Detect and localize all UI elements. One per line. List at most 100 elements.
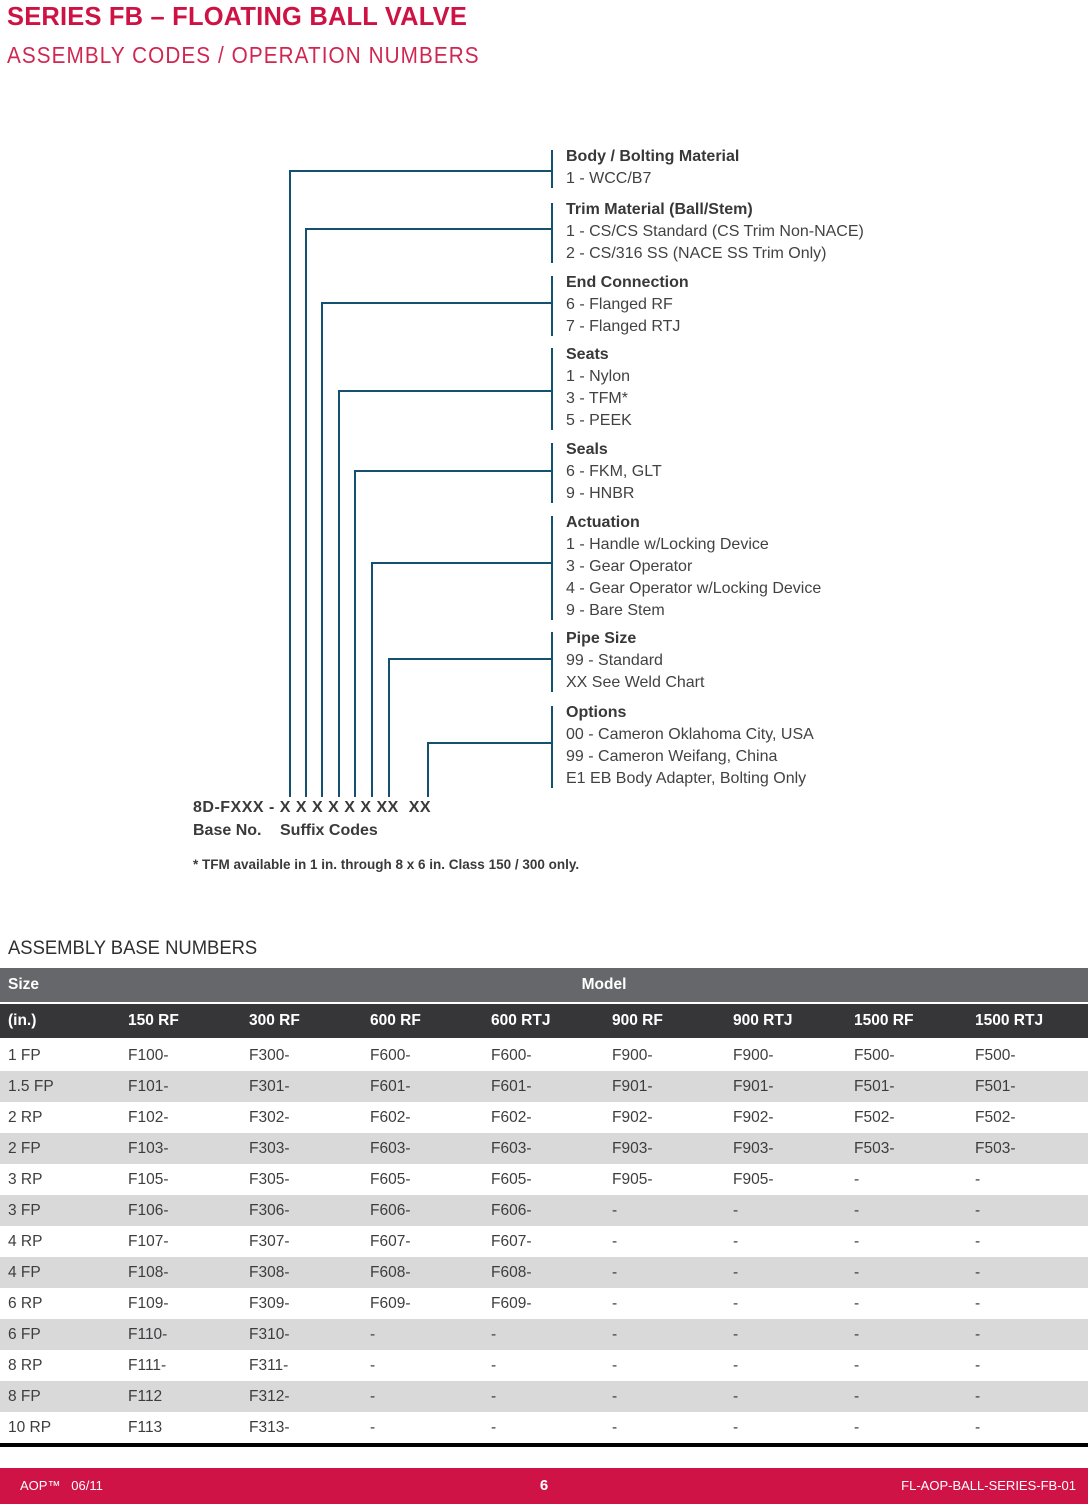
table-cell: F903- — [733, 1139, 774, 1157]
table-cell: F100- — [128, 1046, 169, 1064]
connector-horizontal-line — [289, 170, 551, 172]
label-tick-line — [551, 516, 553, 620]
table-cell: - — [612, 1418, 618, 1436]
diagram-group-heading: Options — [566, 704, 627, 721]
column-header-cell: 1500 RTJ — [975, 1012, 1044, 1029]
diagram-group-item: 6 - Flanged RF — [566, 296, 673, 313]
model-group-header: Model — [581, 976, 627, 993]
table-cell: - — [733, 1356, 739, 1374]
connector-vertical-line — [427, 742, 429, 797]
connector-horizontal-line — [305, 228, 551, 230]
table-cell: - — [491, 1325, 497, 1343]
diagram-group-heading: Body / Bolting Material — [566, 148, 740, 165]
table-cell: - — [491, 1356, 497, 1374]
table-cell: F605- — [491, 1170, 532, 1188]
diagram-group-item: 7 - Flanged RTJ — [566, 318, 681, 335]
table-cell: F901- — [612, 1077, 653, 1095]
table-bottom-rule — [0, 1443, 1088, 1447]
connector-vertical-line — [305, 228, 307, 797]
table-cell: - — [612, 1294, 618, 1312]
table-cell: - — [612, 1232, 618, 1250]
table-cell: F902- — [733, 1108, 774, 1126]
diagram-group-item: XX See Weld Chart — [566, 674, 705, 691]
label-tick-line — [551, 443, 553, 503]
table-cell: F607- — [491, 1232, 532, 1250]
label-tick-line — [551, 706, 553, 788]
table-cell: F502- — [854, 1108, 895, 1126]
table-cell: F107- — [128, 1232, 169, 1250]
table-cell: F601- — [491, 1077, 532, 1095]
table-cell: - — [975, 1387, 981, 1405]
connector-vertical-line — [289, 170, 291, 797]
table-cell: - — [975, 1294, 981, 1312]
label-tick-line — [551, 276, 553, 336]
table-cell: F602- — [491, 1108, 532, 1126]
table-cell: 4 RP — [8, 1232, 43, 1250]
table-cell: - — [370, 1325, 376, 1343]
diagram-group-label: Trim Material (Ball/Stem)1 - CS/CS Stand… — [566, 199, 864, 265]
table-cell: F111- — [128, 1356, 167, 1374]
table-cell: - — [854, 1294, 860, 1312]
table-cell: - — [854, 1263, 860, 1281]
table-cell: - — [612, 1325, 618, 1343]
tfm-footnote: * TFM available in 1 in. through 8 x 6 i… — [193, 857, 580, 872]
table-cell: 2 FP — [8, 1139, 41, 1157]
table-cell: F110- — [128, 1325, 168, 1343]
table-cell: - — [854, 1325, 860, 1343]
page-title: SERIES FB – FLOATING BALL VALVE — [7, 1, 468, 31]
table-cell: F108- — [128, 1263, 169, 1281]
connector-vertical-line — [371, 562, 373, 797]
table-cell: F501- — [854, 1077, 895, 1095]
table-cell: - — [975, 1325, 981, 1343]
diagram-group-item: 9 - Bare Stem — [566, 602, 665, 619]
table-cell: - — [370, 1418, 376, 1436]
diagram-group-item: 6 - FKM, GLT — [566, 463, 662, 480]
table-cell: F301- — [249, 1077, 290, 1095]
connector-vertical-line — [321, 302, 323, 797]
table-cell: F500- — [854, 1046, 895, 1064]
table-cell: F302- — [249, 1108, 290, 1126]
diagram-group-item: 9 - HNBR — [566, 485, 635, 502]
connector-vertical-line — [354, 470, 356, 797]
assembly-code-diagram: 8D-FXXX - X X X X X X XX XX Base No. Suf… — [193, 148, 864, 872]
table-cell: F109- — [128, 1294, 169, 1312]
connector-horizontal-line — [427, 742, 551, 744]
table-cell: F500- — [975, 1046, 1016, 1064]
table-cell: 8 RP — [8, 1356, 43, 1374]
table-cell: 10 RP — [8, 1418, 52, 1436]
table-cell: F303- — [249, 1139, 290, 1157]
label-tick-line — [551, 203, 553, 263]
table-cell: F102- — [128, 1108, 169, 1126]
table-cell: - — [854, 1232, 860, 1250]
column-header-cell: 300 RF — [249, 1012, 300, 1029]
column-header-cell: (in.) — [8, 1012, 37, 1029]
table-cell: F503- — [854, 1139, 895, 1157]
table-cell: 4 FP — [8, 1263, 41, 1281]
column-header-cell: 600 RF — [370, 1012, 421, 1029]
table-cell: F113 — [128, 1418, 163, 1436]
label-tick-line — [551, 348, 553, 430]
table-cell: 6 RP — [8, 1294, 43, 1312]
table-cell: - — [733, 1418, 739, 1436]
table-cell: F607- — [370, 1232, 411, 1250]
column-header-cell: 900 RTJ — [733, 1012, 793, 1029]
table-cell: F609- — [491, 1294, 532, 1312]
table-cell: F501- — [975, 1077, 1016, 1095]
diagram-group-item: 2 - CS/316 SS (NACE SS Trim Only) — [566, 245, 827, 262]
table-cell: F105- — [128, 1170, 169, 1188]
table-cell: - — [370, 1356, 376, 1374]
table-cell: F309- — [249, 1294, 290, 1312]
label-tick-line — [551, 150, 553, 188]
connector-horizontal-line — [371, 562, 551, 564]
table-cell: 2 RP — [8, 1108, 43, 1126]
table-cell: F905- — [733, 1170, 774, 1188]
